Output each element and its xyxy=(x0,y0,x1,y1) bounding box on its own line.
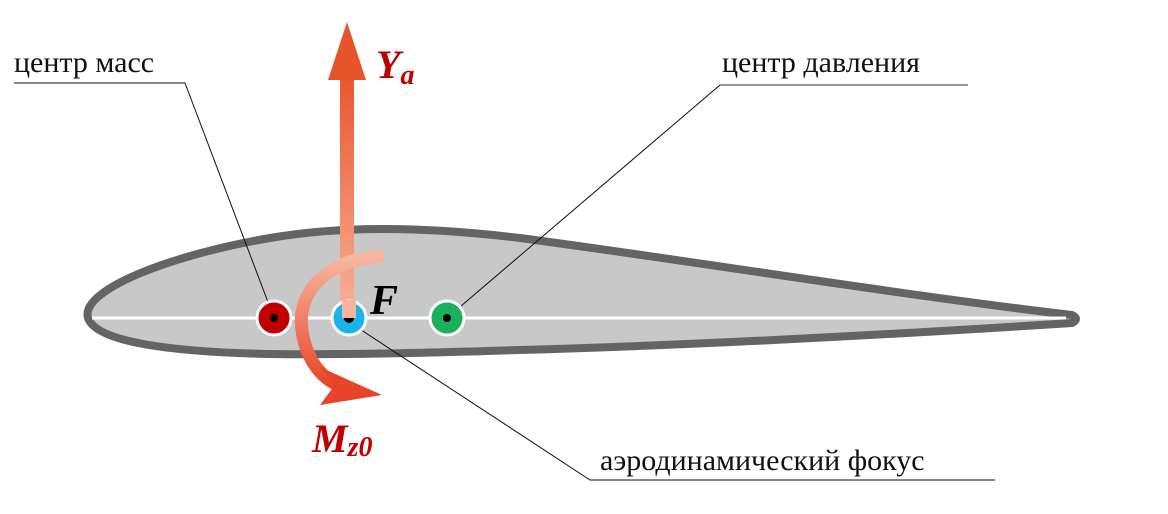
center-of-mass-label: центр масс xyxy=(14,46,154,79)
center-of-mass-leader xyxy=(14,82,275,319)
center-of-mass-point xyxy=(255,299,293,337)
moment-symbol: Mz0 xyxy=(311,416,372,463)
focus-point xyxy=(330,299,368,337)
center-of-pressure-label: центр давления xyxy=(722,46,920,79)
aerodynamic-focus-label: аэродинамический фокус xyxy=(600,444,925,477)
focus-symbol: F xyxy=(369,278,398,324)
moment-arrow xyxy=(294,249,385,405)
airfoil-profile xyxy=(83,225,1080,359)
lift-symbol: Ya xyxy=(376,42,414,91)
center-of-pressure-point xyxy=(428,299,466,337)
